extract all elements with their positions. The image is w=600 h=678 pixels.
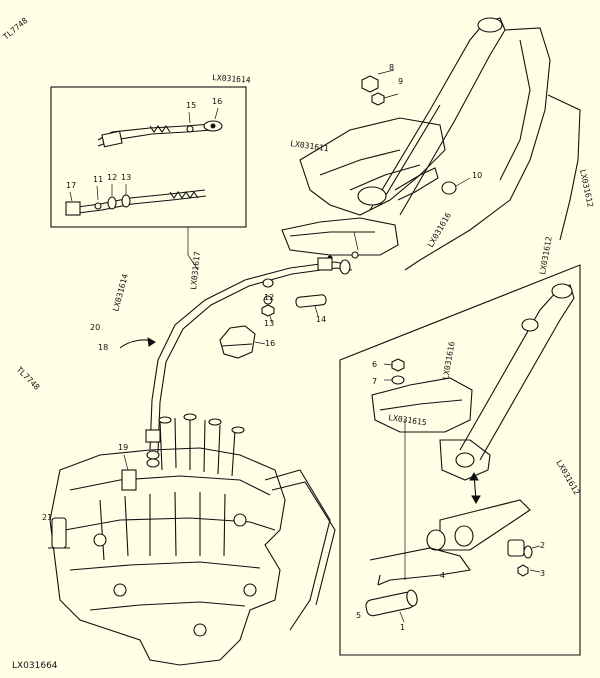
callout-8: 8 [389, 63, 394, 72]
callout-12-inset: 12 [107, 173, 117, 182]
figure-id: LX031664 [12, 661, 58, 671]
callout-9: 9 [398, 77, 403, 86]
ref-top-left: TL7748 [2, 16, 30, 42]
ref-right-mid: LX031612 [538, 236, 554, 276]
callout-1: 1 [400, 623, 405, 632]
callout-labels: 15 16 17 11 12 13 8 9 10 20 13 12 14 16 … [42, 63, 545, 632]
ref-cable: LX031617 [189, 251, 202, 290]
cable-end-inset [50, 86, 247, 271]
linkage-frame [339, 264, 581, 656]
ref-mid-vert: LX031616 [441, 341, 457, 381]
ref-lower-right: LX031612 [554, 459, 581, 497]
ref-valve: LX031616 [426, 211, 453, 249]
ref-right-top: LX031612 [578, 169, 595, 209]
inset-frame [50, 86, 247, 228]
callout-2: 2 [540, 541, 545, 550]
callout-17: 17 [66, 181, 76, 190]
callout-5: 5 [356, 611, 361, 620]
callout-13: 13 [264, 319, 274, 328]
upper-lever-assembly [281, 17, 581, 271]
reference-labels: TL7748 LX031614 LX031611 LX031612 LX0316… [2, 16, 595, 497]
callout-7: 7 [372, 377, 377, 386]
callout-15: 15 [186, 101, 196, 110]
ref-left-mid: LX031614 [111, 273, 130, 313]
ref-arrow-left: TL7748 [15, 365, 42, 392]
callout-4: 4 [440, 571, 445, 580]
control-cable [119, 257, 353, 468]
callout-19: 19 [118, 443, 128, 452]
ref-upper-mid: LX031611 [290, 139, 330, 153]
callout-10: 10 [472, 171, 482, 180]
callout-6: 6 [372, 360, 377, 369]
callout-12: 12 [264, 293, 274, 302]
callout-16: 16 [265, 339, 275, 348]
callout-13-inset: 13 [121, 173, 131, 182]
linkage-inset [339, 264, 581, 656]
callout-14: 14 [316, 315, 326, 324]
ref-lower-box: LX031615 [388, 413, 428, 427]
ref-inset-box: LX031614 [212, 73, 251, 85]
callout-16-inset: 16 [212, 97, 222, 106]
callout-20: 20 [90, 323, 100, 332]
control-valve [48, 413, 336, 666]
callout-11-inset: 11 [93, 175, 103, 184]
callout-18: 18 [98, 343, 108, 352]
callout-3: 3 [540, 569, 545, 578]
callout-21: 21 [42, 513, 52, 522]
